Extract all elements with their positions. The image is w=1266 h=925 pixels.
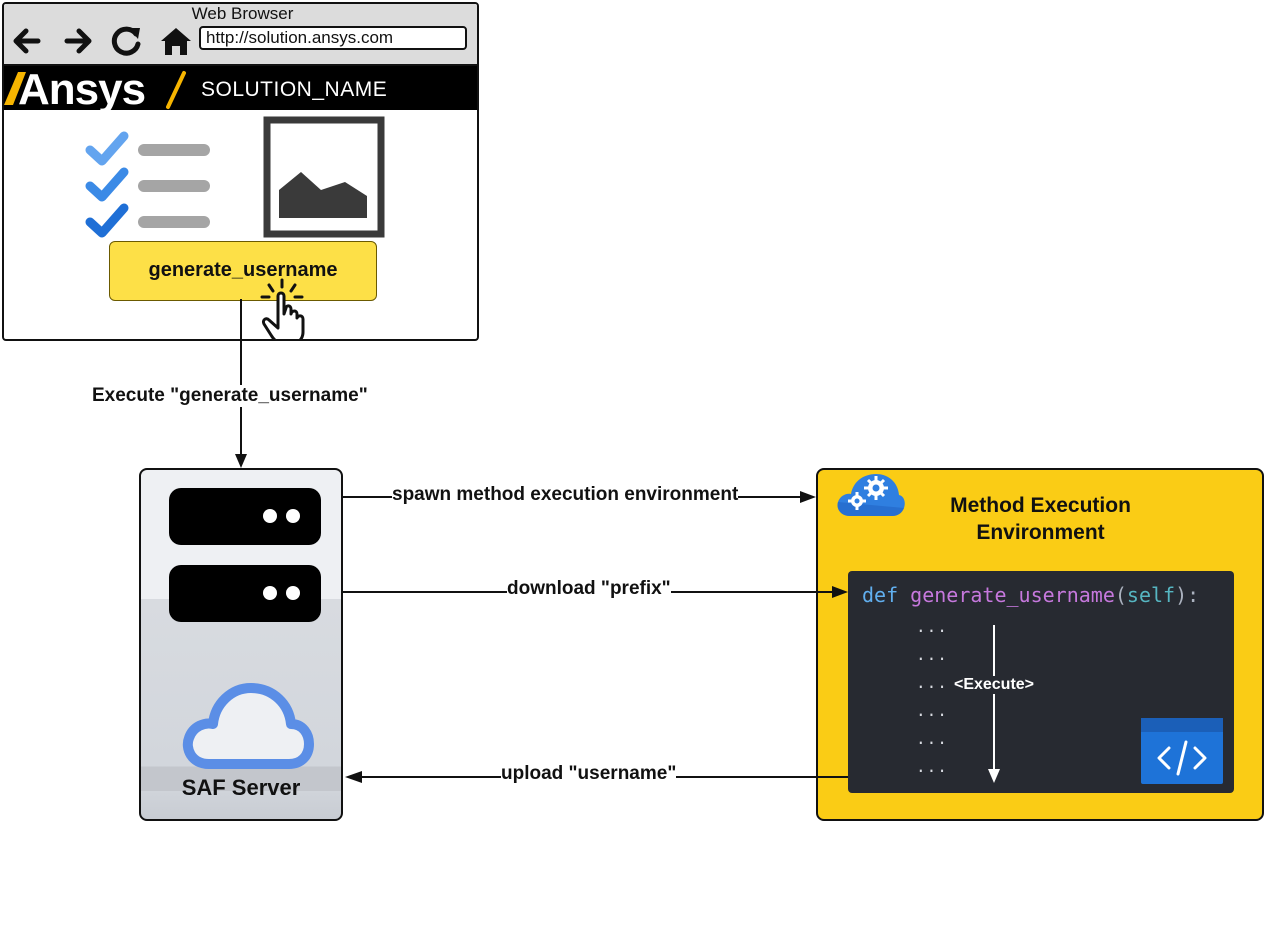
code-ellipsis: ... [916, 645, 948, 664]
code-open-paren: ( [1114, 583, 1127, 607]
click-hand-icon [260, 278, 305, 339]
server-led [286, 509, 300, 523]
checklist-icon [85, 131, 210, 238]
code-ellipsis: ... [916, 729, 948, 748]
reload-icon[interactable] [107, 22, 145, 60]
image-placeholder-icon [263, 116, 385, 238]
ansys-logo-text: Ansys [18, 65, 146, 114]
code-ellipsis: ... [916, 701, 948, 720]
execute-arrow [988, 625, 1000, 783]
code-ellipsis: ... [916, 673, 948, 692]
edge-label-execute: Execute "generate_username" [92, 385, 368, 407]
code-param: self [1126, 583, 1176, 607]
code-function-name: generate_username [910, 583, 1115, 607]
forward-arrow-icon[interactable] [59, 22, 97, 60]
saf-server-node: SAF Server [139, 468, 343, 821]
server-led [263, 509, 277, 523]
code-keyword: def [862, 583, 899, 607]
saf-server-label: SAF Server [181, 775, 301, 800]
solution-name: SOLUTION_NAME [201, 78, 388, 101]
code-close: ): [1175, 583, 1200, 607]
edge-label-spawn: spawn method execution environment [392, 484, 739, 506]
url-input[interactable]: http://solution.ansys.com [199, 26, 467, 50]
code-ellipsis: ... [916, 757, 948, 776]
browser-title: Web Browser [191, 4, 294, 23]
server-led [263, 586, 277, 600]
code-ellipsis: ... [916, 617, 948, 636]
server-led [286, 586, 300, 600]
back-arrow-icon[interactable] [8, 22, 46, 60]
cloud-gears-icon [837, 474, 905, 516]
server-unit-1 [169, 488, 321, 545]
method-execution-environment: Method Execution Environment def generat… [816, 468, 1264, 821]
cloud-icon [182, 683, 314, 769]
environment-title: Method Execution Environment [950, 494, 1131, 544]
ansys-header-bar [4, 66, 477, 110]
ansys-logo-slash [166, 71, 186, 109]
code-panel: def generate_username(self): ... ... ...… [848, 571, 1234, 793]
execute-label: <Execute> [944, 676, 1044, 694]
generate-username-button[interactable]: generate_username [109, 241, 377, 301]
edge-label-upload: upload "username" [501, 763, 677, 785]
edge-label-download: download "prefix" [507, 578, 671, 600]
home-icon[interactable] [157, 22, 195, 60]
server-unit-2 [169, 565, 321, 622]
code-signature: def generate_username(self): [862, 583, 1199, 607]
web-browser-window: Web Browser http://solution.ansys.com An… [2, 2, 479, 341]
code-icon [1141, 718, 1223, 784]
ansys-logo-chevron [4, 72, 26, 105]
